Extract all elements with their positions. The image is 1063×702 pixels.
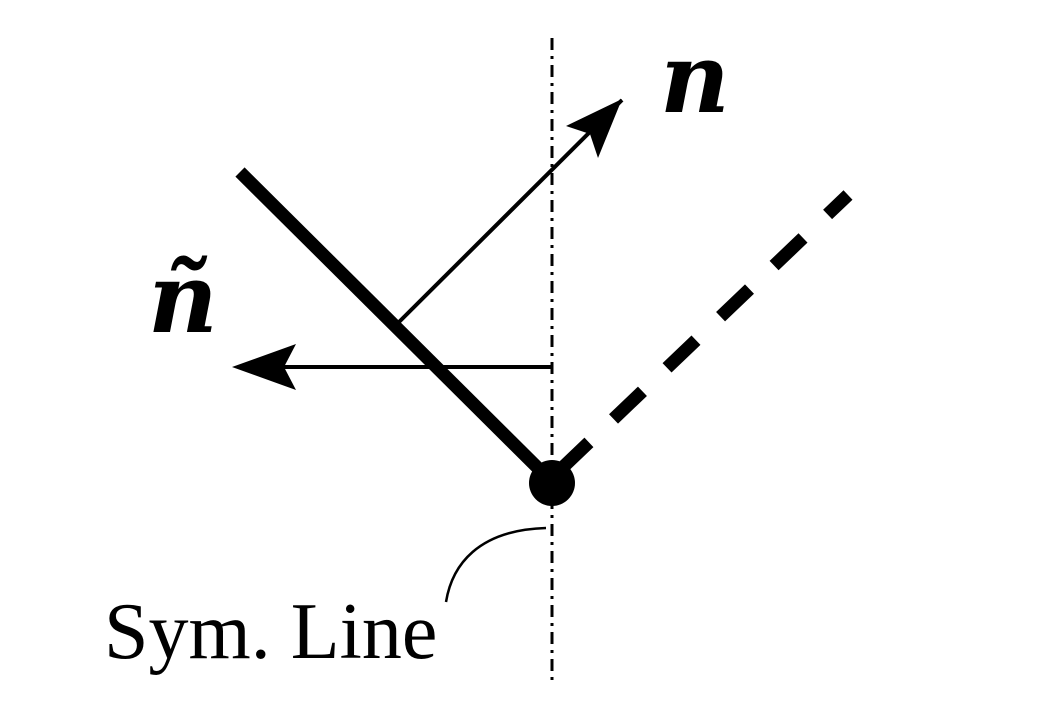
normal-arrowhead <box>566 99 622 158</box>
label-leader-curve <box>444 526 547 603</box>
reflected-normal-arrowhead <box>232 344 296 390</box>
reflected-normal-label: ñ <box>148 242 218 355</box>
normal-vector-arrow <box>396 98 624 325</box>
symmetry-line-label: Sym. Line <box>104 588 437 676</box>
symmetry-point <box>529 460 575 506</box>
mirrored-boundary-segment <box>555 190 853 475</box>
boundary-segment <box>235 167 557 487</box>
normal-label: n <box>660 22 730 135</box>
